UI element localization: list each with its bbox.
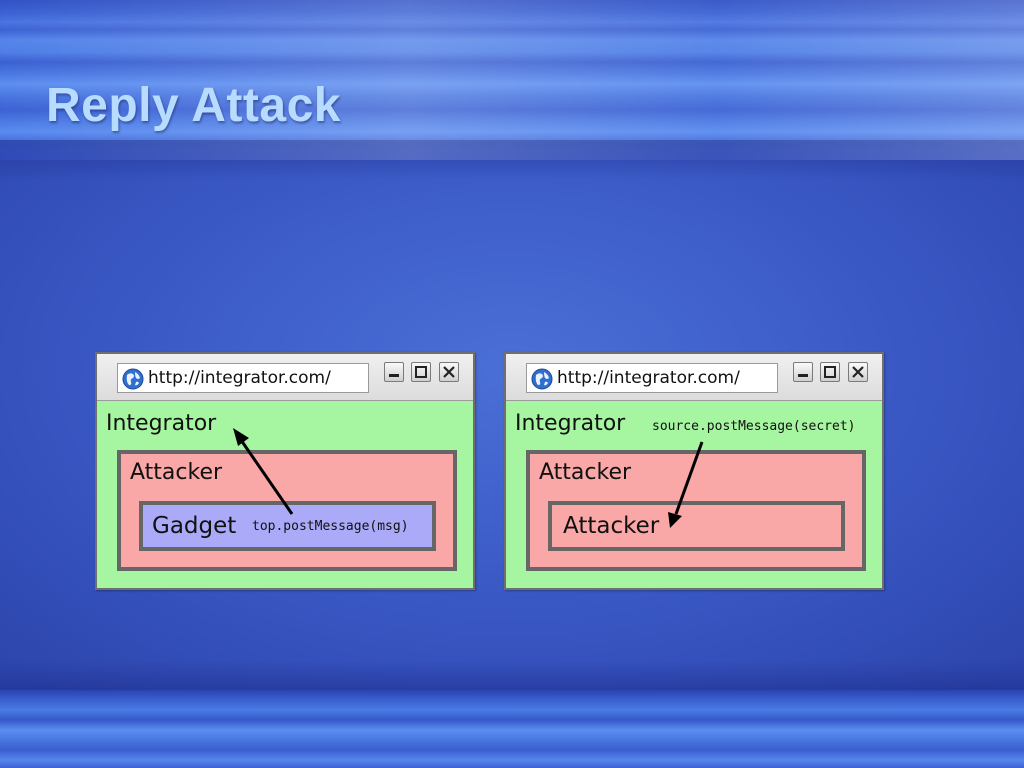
maximize-icon <box>415 366 427 378</box>
url-text: http://integrator.com/ <box>148 368 331 388</box>
arrow-down-to-attacker <box>668 441 704 528</box>
inner-attacker-frame: Attacker <box>548 501 845 551</box>
code-label: top.postMessage(msg) <box>252 519 409 534</box>
browser-window-left: http://integrator.com/ Integrator Attack… <box>95 352 475 590</box>
close-button[interactable] <box>439 362 459 382</box>
url-text: http://integrator.com/ <box>557 368 740 388</box>
browser-window-right: http://integrator.com/ Integrator source… <box>504 352 884 590</box>
gadget-label: Gadget <box>152 513 237 539</box>
address-bar[interactable]: http://integrator.com/ <box>526 363 778 393</box>
arrow-up-to-integrator <box>233 428 294 515</box>
integrator-label: Integrator <box>515 411 626 436</box>
minimize-icon <box>389 374 399 377</box>
bottom-decorative-band <box>0 660 1024 768</box>
top-decorative-band <box>0 0 1024 180</box>
close-button[interactable] <box>848 362 868 382</box>
address-bar[interactable]: http://integrator.com/ <box>117 363 369 393</box>
code-label: source.postMessage(secret) <box>652 419 856 434</box>
globe-icon <box>122 368 144 390</box>
maximize-button[interactable] <box>411 362 431 382</box>
inner-attacker-label: Attacker <box>563 513 660 539</box>
attacker-label: Attacker <box>130 460 223 485</box>
window-titlebar: http://integrator.com/ <box>97 354 473 401</box>
minimize-button[interactable] <box>793 362 813 382</box>
globe-icon <box>531 368 553 390</box>
integrator-label: Integrator <box>106 411 217 436</box>
attacker-label: Attacker <box>539 460 632 485</box>
minimize-icon <box>798 374 808 377</box>
maximize-button[interactable] <box>820 362 840 382</box>
window-titlebar: http://integrator.com/ <box>506 354 882 401</box>
maximize-icon <box>824 366 836 378</box>
close-icon <box>852 366 864 378</box>
slide-title: Reply Attack <box>46 79 341 132</box>
close-icon <box>443 366 455 378</box>
top-decorative-streaks <box>0 0 1024 160</box>
minimize-button[interactable] <box>384 362 404 382</box>
attacker-frame: Attacker Attacker <box>526 450 866 571</box>
